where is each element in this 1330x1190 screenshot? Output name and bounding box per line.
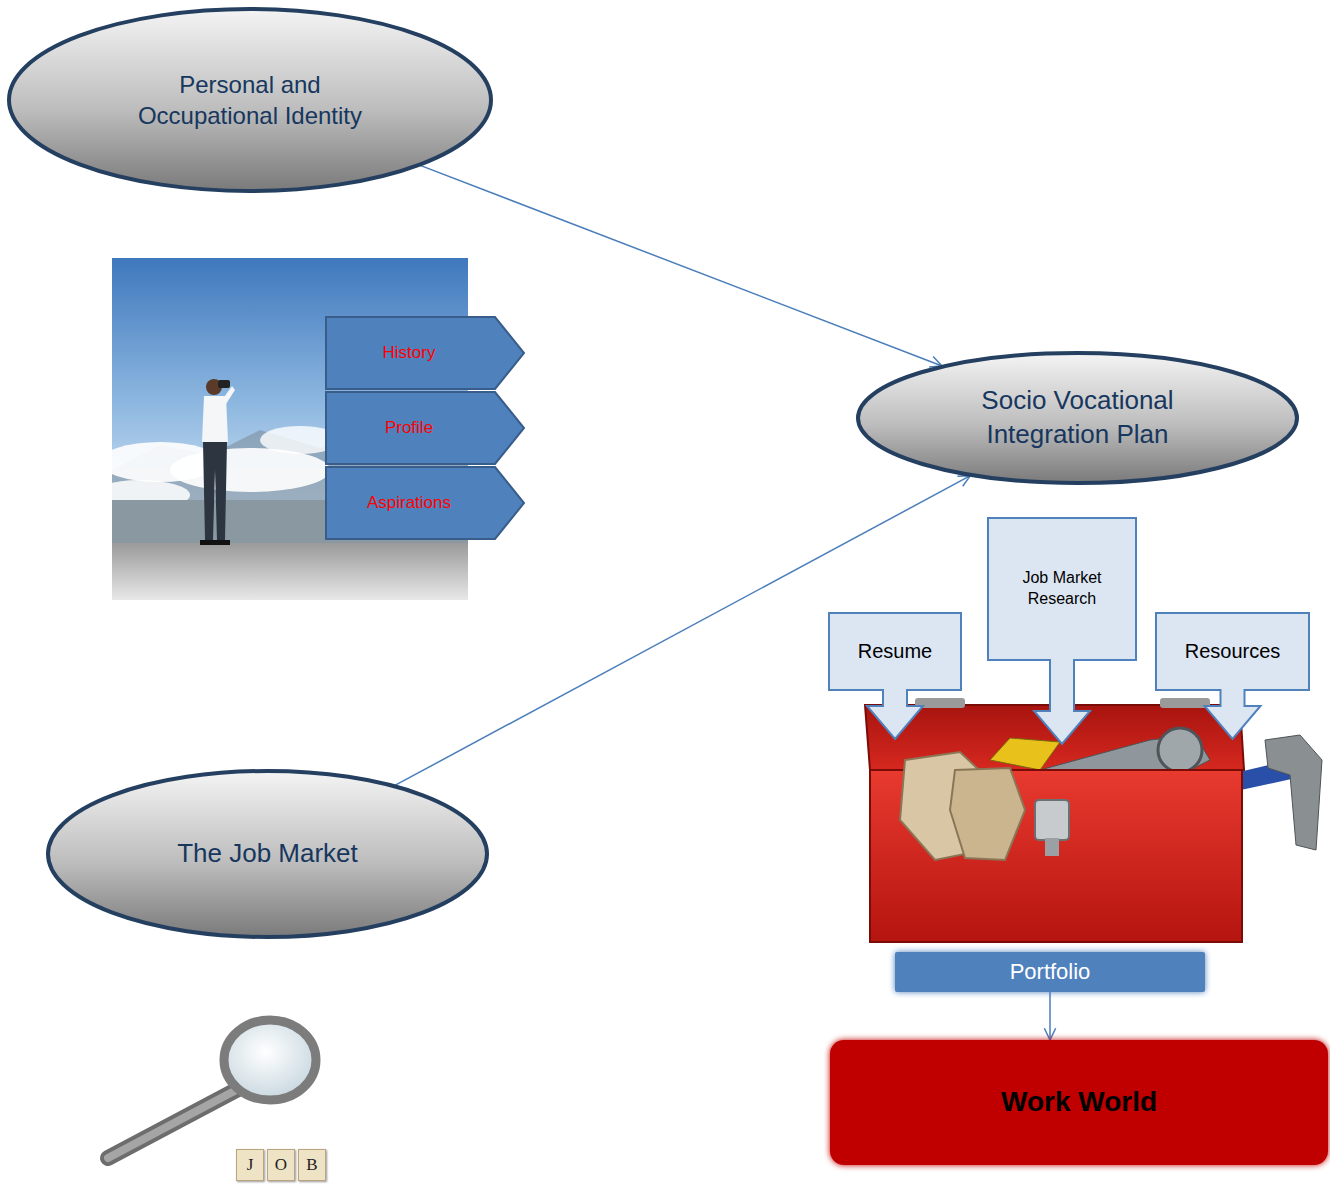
shape-fill: [326, 467, 524, 539]
text-area: History: [329, 320, 489, 386]
portfolio-band: Portfolio: [895, 952, 1205, 992]
magnifier-handle: [108, 1088, 240, 1158]
node-text: Work World: [1001, 1084, 1157, 1120]
tab-arrow: Profile: [325, 391, 525, 465]
node-text: Resume: [858, 638, 932, 664]
shape-fill: [858, 353, 1297, 483]
hammer-head: [1265, 735, 1322, 850]
shape-outline: [828, 612, 962, 740]
binoculars: [218, 380, 230, 388]
text-area: Work World: [834, 1042, 1324, 1163]
shape-outline: [6, 6, 494, 194]
node-text: Aspirations: [367, 492, 451, 514]
text-area: Job Market Research: [991, 521, 1133, 656]
letter-tile: O: [267, 1149, 295, 1181]
work-world-box: Work World: [830, 1040, 1328, 1165]
man-shirt: [202, 396, 228, 442]
magnifier: [108, 1020, 316, 1158]
tab-arrow: History: [325, 316, 525, 390]
text-area: Personal and Occupational Identity: [74, 32, 425, 167]
shape-outline: [987, 517, 1137, 745]
shape-fill: [988, 518, 1136, 744]
magnifier-handle-shine: [108, 1088, 240, 1158]
text-area: Portfolio: [899, 954, 1201, 990]
shape-fill: [1156, 613, 1309, 739]
job-market-ellipse: The Job Market: [45, 768, 490, 940]
shape-fill: [829, 613, 961, 739]
text-area: Resume: [832, 616, 958, 686]
shape-fill: [48, 771, 487, 937]
shape-fill: [326, 317, 524, 389]
node-text: Portfolio: [1010, 958, 1091, 987]
node-text: Resources: [1185, 638, 1281, 664]
node-text: Profile: [385, 417, 433, 439]
photo: [90, 258, 468, 600]
arrow-head: [957, 476, 970, 487]
shape-outline: [1155, 612, 1310, 740]
ground: [112, 543, 468, 600]
callout-arrow: Job Market Research: [987, 517, 1137, 745]
connector-line: [1049, 992, 1051, 1040]
lid-hinge: [1160, 698, 1210, 708]
latch: [1035, 800, 1069, 840]
magnifier-lens: [224, 1020, 316, 1100]
man-shoes: [200, 540, 230, 545]
text-area: The Job Market: [107, 792, 427, 916]
shape-outline: [855, 350, 1300, 486]
text-area: Resources: [1159, 616, 1306, 686]
glove: [950, 768, 1025, 860]
man-arm: [222, 386, 235, 404]
arrow-head: [1044, 1028, 1055, 1040]
node-text: The Job Market: [177, 837, 358, 871]
shape-fill: [9, 9, 491, 191]
text-area: Socio Vocational Integration Plan: [917, 369, 1237, 467]
tape-measure: [990, 738, 1060, 770]
cloud: [170, 448, 330, 492]
identity-ellipse: Personal and Occupational Identity: [6, 6, 494, 194]
callout-arrow: Resources: [1155, 612, 1310, 740]
latch-lock: [1045, 838, 1059, 856]
shape-fill: [326, 392, 524, 464]
node-text: Job Market Research: [1000, 568, 1124, 610]
plan-ellipse: Socio Vocational Integration Plan: [855, 350, 1300, 486]
node-text: Socio Vocational Integration Plan: [942, 384, 1212, 452]
letter-tile: J: [236, 1149, 264, 1181]
text-area: Profile: [329, 395, 489, 461]
tab-arrow: Aspirations: [325, 466, 525, 540]
text-area: Aspirations: [329, 470, 489, 536]
node-text: History: [383, 342, 436, 364]
node-text: Personal and Occupational Identity: [115, 69, 385, 131]
man-legs: [203, 442, 227, 540]
wrench-head: [1158, 728, 1202, 772]
callout-arrow: Resume: [828, 612, 962, 740]
letter-tile: B: [298, 1149, 326, 1181]
connector-arrow: [1044, 992, 1055, 1040]
toolbox: [865, 698, 1322, 942]
